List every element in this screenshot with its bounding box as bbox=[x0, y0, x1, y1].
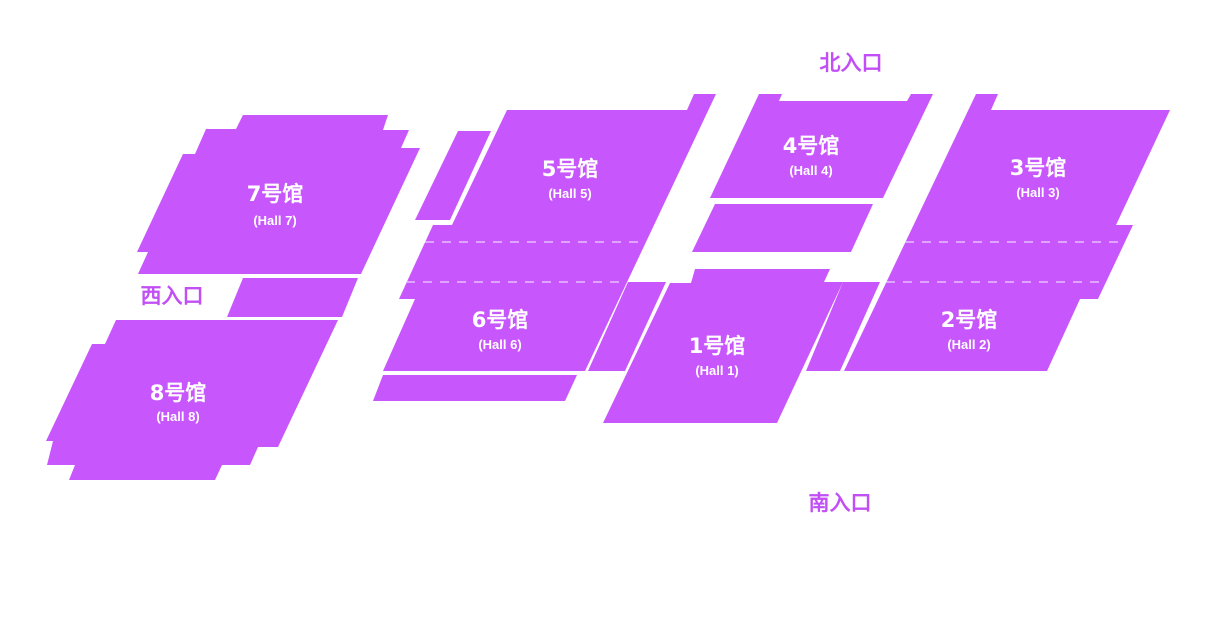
hall-4-south-strip bbox=[692, 204, 873, 252]
hall-3-label: 3号馆 bbox=[1010, 156, 1067, 180]
north-entrance-label: 北入口 bbox=[820, 51, 883, 75]
hall-2-west-strip bbox=[806, 282, 880, 371]
west-entrance-label: 西入口 bbox=[141, 284, 204, 308]
hall-5-sublabel: (Hall 5) bbox=[548, 186, 591, 201]
hall-5-6-block[interactable] bbox=[383, 94, 716, 371]
hall-3-2-block[interactable] bbox=[844, 94, 1170, 371]
hall-3-sublabel: (Hall 3) bbox=[1016, 185, 1059, 200]
west-annex-block bbox=[227, 278, 358, 317]
hall-1-west-strip bbox=[588, 282, 666, 371]
hall-5-label: 5号馆 bbox=[542, 157, 599, 181]
hall-1-sublabel: (Hall 1) bbox=[695, 363, 738, 378]
hall-8-label: 8号馆 bbox=[150, 381, 207, 405]
south-entrance-label: 南入口 bbox=[809, 491, 872, 515]
hall-2-label: 2号馆 bbox=[941, 308, 998, 332]
hall-8-area[interactable] bbox=[46, 320, 338, 480]
hall-6-sublabel: (Hall 6) bbox=[478, 337, 521, 352]
hall-7-label: 7号馆 bbox=[247, 182, 304, 206]
hall-7-area[interactable] bbox=[137, 115, 420, 274]
hall-1-label: 1号馆 bbox=[689, 334, 746, 358]
hall-6-label: 6号馆 bbox=[472, 308, 529, 332]
hall-4-label: 4号馆 bbox=[783, 134, 840, 158]
hall-6-south-strip bbox=[373, 375, 577, 401]
hall-8-sublabel: (Hall 8) bbox=[156, 409, 199, 424]
hall-2-sublabel: (Hall 2) bbox=[947, 337, 990, 352]
hall-1-area[interactable] bbox=[603, 269, 843, 423]
hall-7-sublabel: (Hall 7) bbox=[253, 213, 296, 228]
hall-5-west-strip bbox=[415, 131, 491, 220]
hall-4-area[interactable] bbox=[710, 94, 933, 198]
hall-4-sublabel: (Hall 4) bbox=[789, 163, 832, 178]
